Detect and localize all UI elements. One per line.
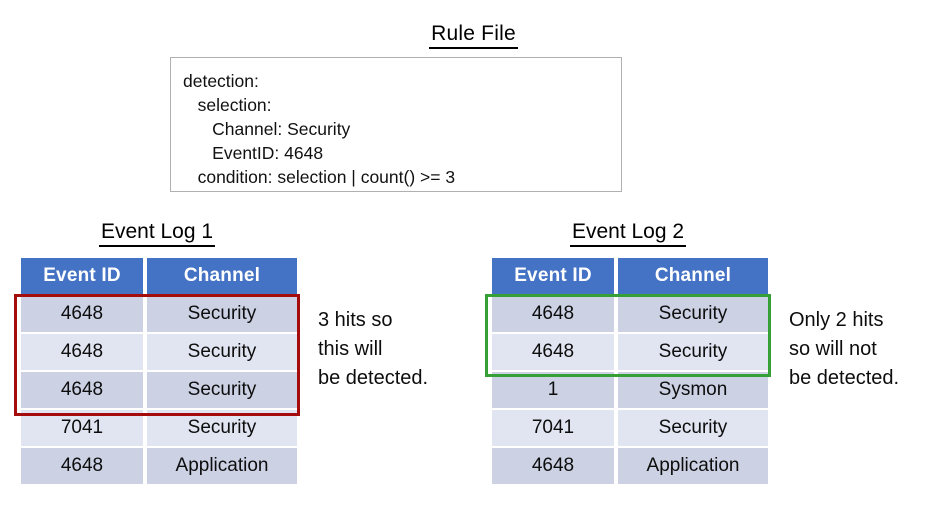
column-header-channel: Channel (618, 258, 768, 294)
rule-file-box: detection: selection: Channel: Security … (170, 57, 622, 192)
rule-file-title-text: Rule File (429, 22, 518, 50)
cell-channel: Security (618, 410, 768, 446)
cell-event-id: 4648 (492, 448, 614, 484)
table-row: 1 Sysmon (492, 372, 768, 408)
table-header-row: Event ID Channel (21, 258, 297, 294)
cell-event-id: 4648 (21, 334, 143, 370)
cell-channel: Security (147, 296, 297, 332)
cell-channel: Sysmon (618, 372, 768, 408)
cell-event-id: 1 (492, 372, 614, 408)
cell-event-id: 4648 (21, 448, 143, 484)
column-header-event-id: Event ID (21, 258, 143, 294)
rule-file-code: detection: selection: Channel: Security … (183, 71, 456, 187)
cell-channel: Security (147, 410, 297, 446)
annotation-log-1: 3 hits so this will be detected. (318, 309, 429, 389)
event-log-1-table: Event ID Channel 4648 Security 4648 Secu… (17, 256, 301, 486)
table-row: 4648 Security (492, 296, 768, 332)
annotation-log-2: Only 2 hits so will not be detected. (789, 309, 900, 389)
table-row: 4648 Security (21, 372, 297, 408)
rule-file-title: Rule File (0, 22, 947, 51)
cell-event-id: 4648 (492, 334, 614, 370)
event-log-1-title-text: Event Log 1 (98, 220, 216, 247)
cell-channel: Application (618, 448, 768, 484)
event-log-2-title-text: Event Log 2 (569, 220, 687, 247)
cell-channel: Security (147, 372, 297, 408)
table-row: 4648 Security (492, 334, 768, 370)
event-log-1-title: Event Log 1 (17, 220, 297, 247)
table-row: 7041 Security (21, 410, 297, 446)
table-row: 7041 Security (492, 410, 768, 446)
cell-channel: Application (147, 448, 297, 484)
cell-event-id: 7041 (492, 410, 614, 446)
column-header-event-id: Event ID (492, 258, 614, 294)
table-row: 4648 Application (492, 448, 768, 484)
table-header-row: Event ID Channel (492, 258, 768, 294)
cell-event-id: 7041 (21, 410, 143, 446)
cell-event-id: 4648 (492, 296, 614, 332)
table-row: 4648 Security (21, 296, 297, 332)
table-row: 4648 Application (21, 448, 297, 484)
cell-channel: Security (618, 334, 768, 370)
cell-channel: Security (618, 296, 768, 332)
table-row: 4648 Security (21, 334, 297, 370)
cell-event-id: 4648 (21, 372, 143, 408)
cell-event-id: 4648 (21, 296, 143, 332)
event-log-2-table: Event ID Channel 4648 Security 4648 Secu… (488, 256, 772, 486)
event-log-2-title: Event Log 2 (488, 220, 768, 247)
column-header-channel: Channel (147, 258, 297, 294)
cell-channel: Security (147, 334, 297, 370)
